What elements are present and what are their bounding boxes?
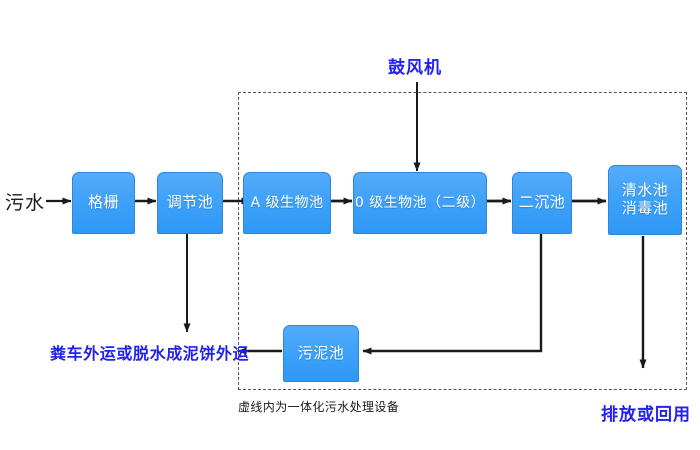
node-a-bio-tank-label: A 级生物池 xyxy=(250,194,324,211)
node-disinfection-label: 消毒池 xyxy=(621,199,669,217)
node-adjust-tank-label: 调节池 xyxy=(166,193,214,212)
node-secondary-sedimentation-label: 二沉池 xyxy=(518,193,566,212)
node-grating[interactable]: 格栅 xyxy=(72,172,135,234)
arrow-secondary-to-sludge xyxy=(362,234,543,355)
node-secondary-sedimentation[interactable]: 二沉池 xyxy=(512,172,572,234)
node-adjust-tank[interactable]: 调节池 xyxy=(157,172,223,234)
label-sludge-disposal: 粪车外运或脱水成泥饼外运 xyxy=(50,344,250,363)
node-a-bio-tank[interactable]: A 级生物池 xyxy=(243,172,331,234)
node-grating-label: 格栅 xyxy=(87,193,119,212)
label-equipment-note: 虚线内为一体化污水处理设备 xyxy=(238,400,400,414)
node-sludge-tank[interactable]: 污泥池 xyxy=(283,325,359,382)
node-clearwater-label: 清水池 xyxy=(621,181,669,200)
node-sludge-tank-label: 污泥池 xyxy=(297,343,345,362)
label-discharge: 排放或回用 xyxy=(601,405,691,425)
label-inflow: 污水 xyxy=(5,192,46,214)
node-o-bio-tank-label: 0 级生物池（二级） xyxy=(354,194,486,211)
integrated-equipment-boundary xyxy=(238,92,687,390)
node-clearwater-disinfection[interactable]: 清水池 消毒池 xyxy=(608,165,682,235)
node-o-bio-tank[interactable]: 0 级生物池（二级） xyxy=(353,172,487,234)
label-blower: 鼓风机 xyxy=(388,58,442,78)
